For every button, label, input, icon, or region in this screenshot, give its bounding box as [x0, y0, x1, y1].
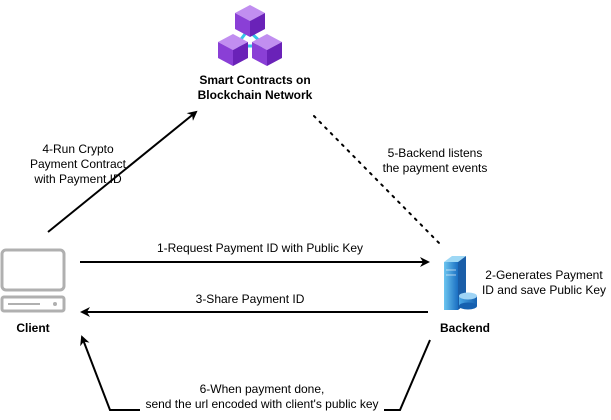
backend-node-label: Backend [439, 321, 491, 335]
generate-label-line1: 2-Generates Payment [485, 268, 603, 282]
request-payment-id-label: 1-Request Payment ID with Public Key [156, 241, 364, 255]
generate-payment-id-label: 2-Generates Payment ID and save Public K… [478, 268, 610, 298]
desktop-computer-icon [0, 248, 66, 313]
share-payment-id-label: 3-Share Payment ID [195, 292, 305, 306]
generate-label-line2: ID and save Public Key [481, 283, 607, 297]
listen-line1: 5-Backend listens [387, 146, 483, 160]
blockchain-node-label: Smart Contracts on Blockchain Network [180, 73, 330, 103]
run-contract-line2: Payment Contract [29, 157, 127, 171]
listen-events-label: 5-Backend listens the payment events [365, 146, 505, 176]
client-node-label: Client [16, 321, 50, 335]
server-database-icon [444, 256, 477, 310]
edge-run-contract-arrow [47, 110, 198, 233]
blockchain-label-line1: Smart Contracts on [199, 73, 311, 87]
run-contract-line1: 4-Run Crypto [42, 142, 114, 156]
payment-done-line2: send the url encoded with client's publi… [145, 397, 379, 411]
payment-done-line1: 6-When payment done, [199, 382, 325, 396]
edge-listen-dotted [313, 115, 441, 245]
blockchain-label-line2: Blockchain Network [197, 88, 313, 102]
run-contract-line3: with Payment ID [34, 172, 122, 186]
blockchain-cubes-icon [218, 5, 282, 66]
run-contract-label: 4-Run Crypto Payment Contract with Payme… [8, 142, 148, 187]
listen-line2: the payment events [382, 161, 488, 175]
payment-done-label: 6-When payment done, send the url encode… [140, 382, 384, 412]
